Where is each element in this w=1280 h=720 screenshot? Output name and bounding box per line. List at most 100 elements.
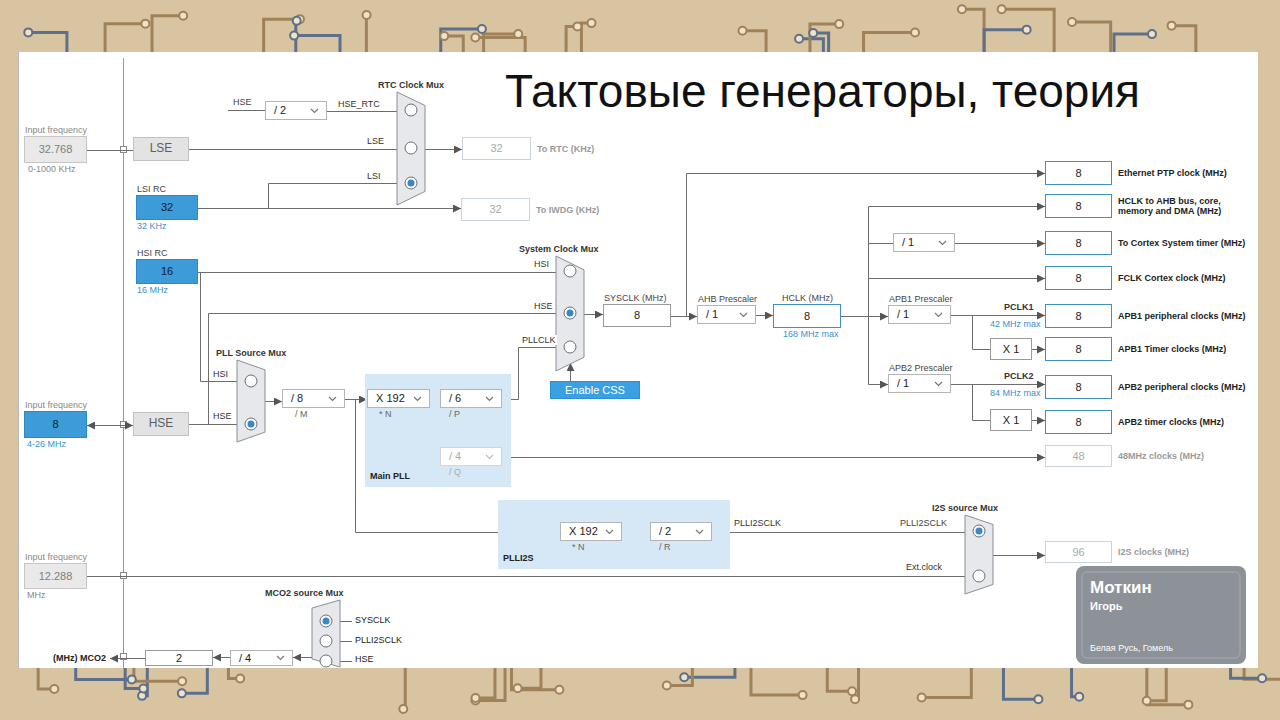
bus-terminal bbox=[121, 573, 127, 579]
pcb-trace bbox=[1114, 34, 1152, 52]
box-value: LSE bbox=[150, 142, 173, 156]
box-value: 32 bbox=[161, 201, 173, 214]
prescaler-dropdown: / 4/ Q bbox=[440, 447, 502, 466]
chevron-stroke bbox=[939, 241, 946, 245]
dropdown-chevron bbox=[934, 381, 943, 387]
pcb-traces bbox=[24, 5, 1280, 713]
pcb-pad bbox=[363, 11, 371, 19]
box-heading: SYSCLK (MHz) bbox=[604, 293, 667, 303]
pcb-pad bbox=[290, 32, 298, 40]
clock-connector bbox=[584, 314, 603, 315]
box-value: 2 bbox=[176, 652, 182, 665]
pcb-pad bbox=[918, 693, 926, 701]
chevron-stroke bbox=[486, 455, 493, 459]
prescaler-dropdown: / 1 bbox=[893, 233, 955, 252]
chevron-stroke bbox=[696, 530, 703, 534]
prescaler-dropdown: / 2 bbox=[265, 101, 327, 120]
clock-value-box: 8APB1 Timer clocks (MHz) bbox=[1045, 337, 1112, 361]
prescaler-dropdown: / 2/ R bbox=[650, 522, 712, 541]
dropdown-chevron bbox=[276, 655, 285, 661]
pcb-pad bbox=[178, 677, 186, 685]
clock-connector bbox=[87, 425, 133, 426]
pcb-pad bbox=[128, 675, 136, 683]
pcb-pad bbox=[738, 27, 746, 35]
pcb-pad bbox=[179, 12, 187, 20]
clock-connector bbox=[87, 150, 133, 151]
box-value: X 192 bbox=[569, 525, 598, 538]
clock-value-box: 8To Cortex System timer (MHz) bbox=[1045, 231, 1112, 255]
box-value: HSE bbox=[149, 417, 174, 431]
signal-name: PLLCLK bbox=[521, 335, 557, 345]
pcb-trace bbox=[1172, 26, 1196, 52]
pcb-pad bbox=[555, 686, 563, 694]
box-value: X 192 bbox=[376, 392, 405, 405]
clock-value-box: HCLK (MHz)8168 MHz max bbox=[773, 304, 841, 328]
pcb-pad bbox=[809, 29, 817, 37]
clock-connector bbox=[198, 208, 461, 209]
clock-connector bbox=[570, 363, 571, 381]
box-value: 8 bbox=[1075, 416, 1081, 429]
box-value: 8 bbox=[1075, 237, 1081, 250]
dropdown-chevron bbox=[605, 529, 614, 535]
pcb-pad bbox=[293, 17, 301, 25]
pcb-pad bbox=[399, 705, 407, 713]
box-value: / 1 bbox=[897, 377, 909, 390]
clock-mux: PLL Source Mux bbox=[237, 360, 265, 442]
pcb-trace bbox=[984, 30, 1027, 52]
white-panel bbox=[18, 52, 1258, 668]
clock-connector bbox=[189, 424, 237, 425]
dropdown-chevron bbox=[413, 396, 422, 402]
signal-note: HSE bbox=[355, 654, 374, 664]
oscillator-box: HSE bbox=[133, 412, 189, 436]
bus-terminal bbox=[121, 147, 127, 153]
clock-mux: MCO2 source Mux bbox=[312, 600, 340, 667]
hse-rtc-wire bbox=[228, 110, 265, 111]
mux-radio bbox=[405, 177, 417, 189]
clock-mux: System Clock Mux bbox=[556, 256, 584, 371]
watermark-chip-rim bbox=[1082, 572, 1240, 658]
box-heading: LSI RC bbox=[137, 184, 166, 194]
signal-name: PCLK2 bbox=[1003, 371, 1035, 381]
clock-connector bbox=[198, 184, 397, 209]
output-clock-box: 32To IWDG (KHz) bbox=[461, 198, 530, 221]
clock-connector bbox=[198, 273, 237, 382]
box-value: 8 bbox=[1075, 381, 1081, 394]
oscillator-box: LSI RC3232 KHz bbox=[136, 195, 198, 220]
pll-block: X 192* N/ 6/ P/ 4/ QMain PLL bbox=[365, 374, 511, 487]
clock-connector bbox=[425, 149, 462, 150]
chevron-stroke bbox=[329, 397, 336, 401]
box-subtext: 4-26 MHz bbox=[27, 439, 66, 449]
output-name: FCLK Cortex clock (MHz) bbox=[1118, 273, 1226, 283]
box-heading: HSI RC bbox=[137, 248, 168, 258]
clock-connector bbox=[327, 111, 397, 112]
box-value: 8 bbox=[634, 309, 640, 322]
mux-shape bbox=[556, 256, 584, 371]
connectors bbox=[87, 112, 1045, 658]
clock-connector bbox=[756, 315, 773, 316]
pcb-pad bbox=[141, 20, 149, 28]
output-name: To Cortex System timer (MHz) bbox=[1118, 238, 1245, 248]
block-title: PLLI2S bbox=[503, 553, 534, 563]
clock-value-box: 8HCLK to AHB bus, core, memory and DMA (… bbox=[1045, 194, 1112, 218]
box-subtext: 168 MHz max bbox=[783, 329, 839, 339]
mux-body bbox=[312, 600, 340, 667]
mux-body bbox=[965, 515, 993, 594]
pcb-pad bbox=[1075, 693, 1083, 701]
output-name: Ethernet PTP clock (MHz) bbox=[1118, 168, 1227, 178]
pcb-trace bbox=[152, 16, 183, 52]
signal-note: SYSCLK bbox=[355, 615, 391, 625]
pcb-pad bbox=[588, 19, 596, 27]
panel-edge bbox=[18, 52, 19, 668]
dropdown-chevron bbox=[485, 454, 494, 460]
output-name: APB1 peripheral clocks (MHz) bbox=[1118, 311, 1246, 321]
chevron-stroke bbox=[414, 397, 421, 401]
output-name: I2S clocks (MHz) bbox=[1118, 547, 1189, 557]
box-value: 8 bbox=[52, 418, 58, 431]
clock-connector bbox=[955, 243, 1045, 244]
box-subtext: 32 KHz bbox=[137, 221, 167, 231]
slide-title: Тактовые генераторы, теория bbox=[505, 64, 1140, 118]
box-subtext: * N bbox=[572, 542, 585, 552]
mux-radio bbox=[245, 375, 257, 387]
box-value: X 1 bbox=[1003, 343, 1020, 356]
clock-connector bbox=[841, 207, 1045, 317]
